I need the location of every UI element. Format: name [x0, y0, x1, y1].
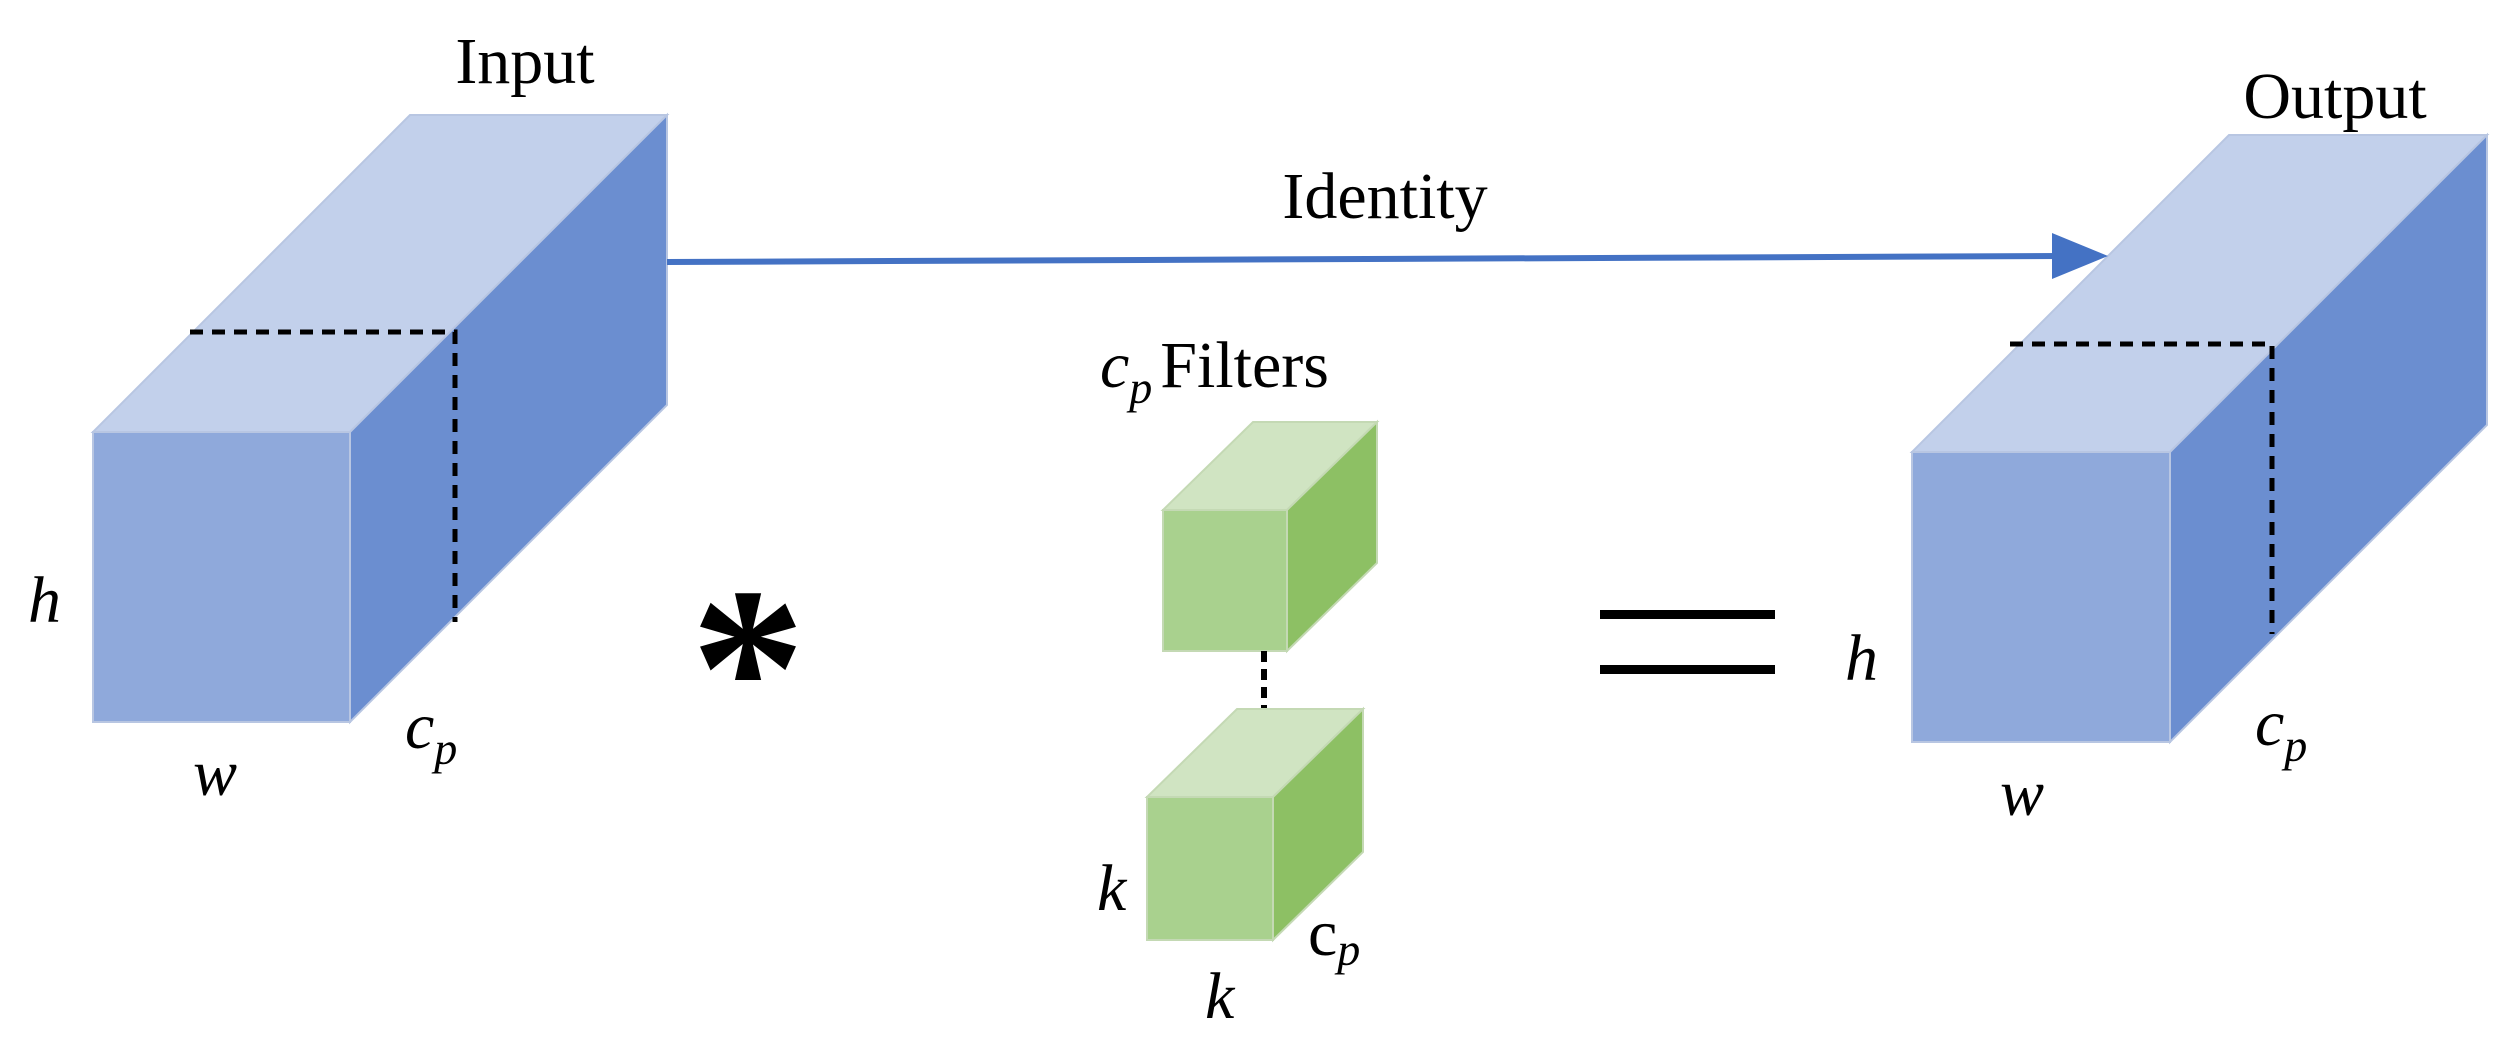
filters-title-c: c — [1100, 329, 1129, 402]
output-cp-sub: p — [2281, 720, 2307, 771]
identity-label: Identity — [1282, 160, 1487, 233]
input-tensor-front-face — [92, 431, 351, 723]
filter-k-vertical-label: k — [1097, 852, 1128, 925]
filters-title-sub: p — [1126, 362, 1152, 413]
input-h-label: h — [28, 564, 61, 637]
input-slice-dashed-line — [190, 329, 458, 622]
filters-title-word: Filters — [1160, 329, 1329, 402]
filter-top-cube — [1160, 419, 1380, 654]
identity-arrow — [666, 233, 2108, 279]
input-title: Input — [455, 25, 594, 98]
filter-cp-c: c — [1308, 897, 1337, 970]
equals-bar-bottom — [1600, 665, 1775, 674]
identity-arrow-line — [666, 253, 2063, 265]
filter-cp-label: cp — [1308, 897, 1360, 975]
convolution-operator: * — [691, 540, 806, 795]
identity-arrow-head — [2052, 233, 2108, 279]
input-tensor — [90, 112, 670, 725]
filter-bottom-cube — [1144, 706, 1366, 943]
filter-k-horizontal-label: k — [1205, 960, 1236, 1033]
equals-operator-symbol: = — [1685, 652, 1691, 663]
input-cp-sub: p — [431, 723, 457, 774]
output-h-label: h — [1845, 622, 1878, 695]
filter-cp-sub: p — [1334, 924, 1360, 975]
output-cp-c: c — [2255, 687, 2284, 760]
output-cp-label: cp — [2255, 687, 2307, 771]
input-cp-c: c — [405, 690, 434, 763]
output-tensor-front-face — [1911, 451, 2171, 743]
equals-bar-top — [1600, 610, 1775, 619]
equals-operator: = — [1600, 610, 1775, 674]
filter-top-cube-front-face — [1162, 509, 1288, 652]
output-title: Output — [2243, 60, 2426, 133]
filter-bottom-cube-front-face — [1146, 796, 1274, 941]
input-w-label: w — [193, 737, 237, 810]
input-cp-label: cp — [405, 690, 457, 774]
output-w-label: w — [2000, 757, 2044, 830]
output-tensor — [1909, 132, 2490, 745]
